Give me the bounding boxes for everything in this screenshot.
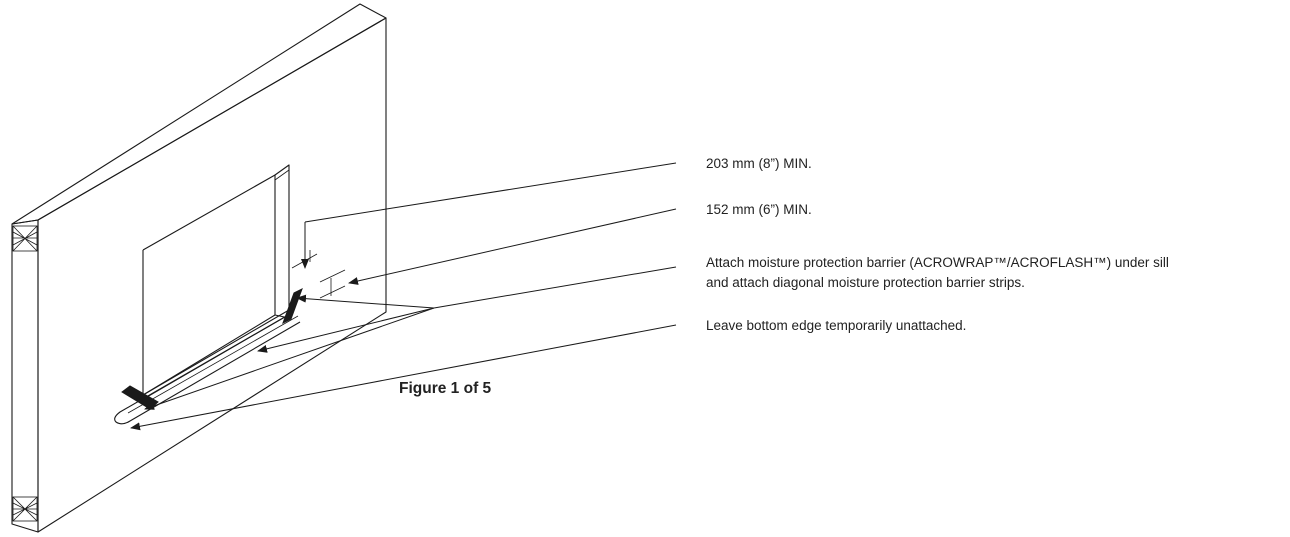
leader-attach-to-right-strip	[296, 294, 435, 309]
opening-head-and-jamb	[142, 164, 290, 395]
sill-barrier	[114, 313, 301, 425]
leader-leave-edge	[130, 324, 677, 431]
sill-barrier-fold	[127, 315, 299, 414]
callout-203-min: 203 mm (8”) MIN.	[706, 156, 812, 171]
callout-leave-edge: Leave bottom edge temporarily unattached…	[706, 318, 967, 333]
leader-152	[348, 208, 677, 285]
wall-top-face	[11, 3, 387, 225]
diagonal-barrier-strip-right	[282, 287, 303, 325]
leader-attach	[433, 266, 677, 309]
window-opening	[139, 164, 291, 402]
opening-jamb-inner	[274, 169, 290, 181]
wall-side-face	[11, 219, 39, 533]
dimension-203	[291, 222, 318, 269]
sill-edge-front	[142, 309, 290, 396]
wall-panel	[11, 3, 387, 533]
stud-end-top	[12, 225, 38, 252]
stud-end-bottom	[12, 496, 38, 522]
leader-attach-to-sill	[257, 307, 435, 353]
callout-attach-line2: and attach diagonal moisture protection …	[706, 275, 1025, 290]
callout-attach-line1: Attach moisture protection barrier (ACRO…	[706, 255, 1169, 270]
opening-back-face	[142, 174, 276, 396]
leader-attach-to-left-strip	[144, 307, 435, 410]
sill-barrier-flap	[114, 313, 301, 425]
figure-caption: Figure 1 of 5	[399, 380, 492, 397]
leader-203	[304, 162, 677, 223]
callout-152-min: 152 mm (6”) MIN.	[706, 202, 812, 217]
dimension-152	[319, 269, 346, 299]
